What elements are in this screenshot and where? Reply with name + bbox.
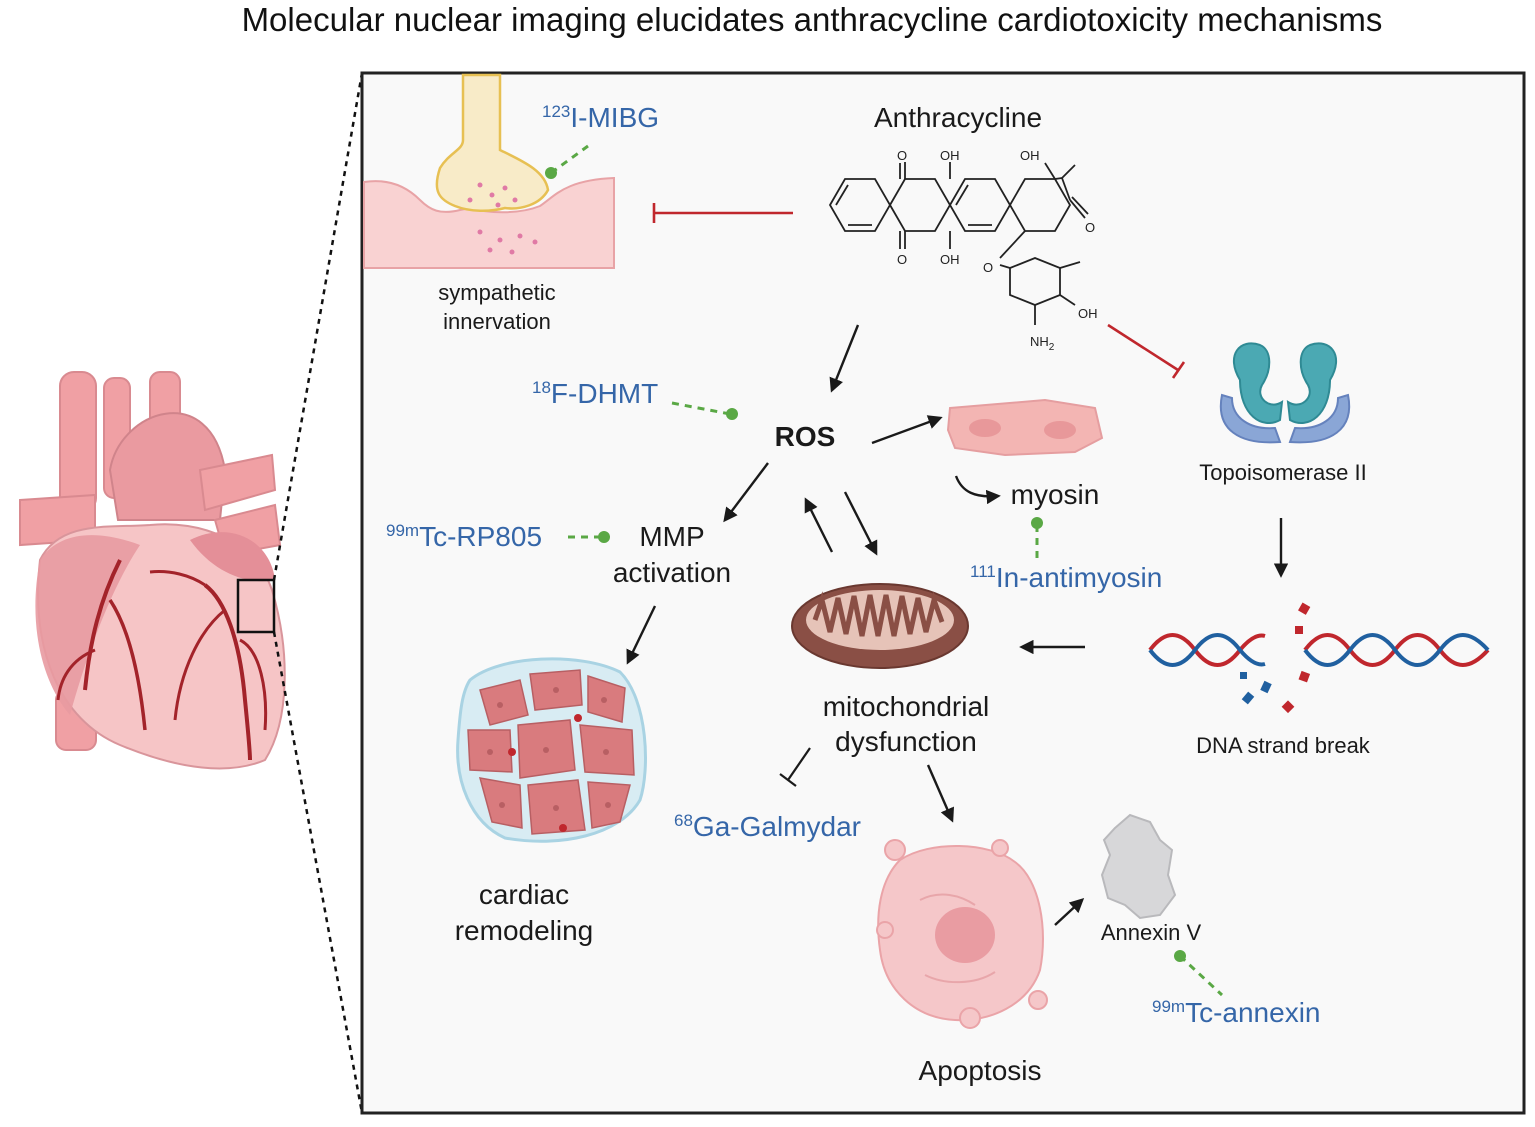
svg-text:OH: OH (1020, 148, 1040, 163)
svg-text:O: O (897, 252, 907, 267)
cardiomyocyte-illustration (946, 398, 1104, 457)
arrow-mito-ros (804, 497, 834, 553)
heart-illustration (19, 371, 286, 770)
zoom-box (236, 578, 276, 634)
probe-line-dhmt (671, 401, 731, 416)
mito-label-2: dysfunction (835, 726, 977, 757)
tracer-annexin: 99mTc-annexin (1152, 997, 1320, 1028)
annexin-label: Annexin V (1101, 920, 1202, 945)
arrow-anthracycline-ros (829, 324, 860, 393)
tracer-rp805: 99mTc-RP805 (386, 521, 542, 552)
svg-text:OH: OH (940, 252, 960, 267)
sympathetic-label-1: sympathetic (438, 280, 555, 305)
probe-dot-dhmt (726, 408, 738, 420)
arrow-ros-cell (871, 415, 943, 445)
arrow-apoptosis-annexin (1054, 898, 1085, 926)
tracer-antimyosin: 111In-antimyosin (970, 562, 1162, 593)
nh2-label: NH2 (1030, 334, 1055, 353)
arrow-mito-apoptosis (926, 764, 954, 823)
inhibit-galmydar (787, 747, 811, 781)
svg-text:OH: OH (940, 148, 960, 163)
probe-dot-rp805 (598, 531, 610, 543)
dna-illustration (1148, 602, 1490, 714)
svg-text:O: O (897, 148, 907, 163)
remodel-label-2: remodeling (455, 915, 594, 946)
remodel-label-1: cardiac (479, 879, 569, 910)
myosin-label: myosin (1011, 479, 1100, 510)
topoisomerase-illustration (1219, 342, 1351, 444)
mitochondrion-illustration (791, 583, 969, 669)
anthracycline-label: Anthracycline (874, 102, 1042, 133)
arrow-mmp-remodel (626, 605, 657, 665)
ros-label: ROS (775, 421, 836, 452)
mmp-label-2: activation (613, 557, 731, 588)
anthracycline-molecule: O O OH OH OH O O OH NH2 (828, 148, 1098, 353)
probe-dot-mibg (545, 167, 557, 179)
svg-text:OH: OH (1078, 306, 1098, 321)
svg-text:O: O (983, 260, 993, 275)
figure-title: Molecular nuclear imaging elucidates ant… (242, 1, 1383, 38)
mito-label-1: mitochondrial (823, 691, 990, 722)
probe-line-annexin (1178, 954, 1224, 997)
inhibit-topoisomerase (1107, 323, 1179, 372)
mmp-label-1: MMP (639, 521, 704, 552)
arrow-cell-myosin (954, 475, 1001, 505)
probe-dot-antimyosin (1031, 517, 1043, 529)
tracer-galmydar: 68Ga-Galmydar (674, 811, 861, 842)
synapse-illustration (363, 73, 615, 269)
annexin-protein-illustration (1100, 813, 1177, 920)
arrow-ros-mmp (723, 462, 769, 523)
zoom-line-top (272, 72, 364, 581)
cardiac-tissue-illustration (456, 657, 647, 843)
dna-label: DNA strand break (1196, 733, 1371, 758)
zoom-line-bottom (272, 631, 364, 1114)
svg-text:O: O (1085, 220, 1095, 235)
tracer-mibg: 123I-MIBG (542, 102, 659, 133)
topoisomerase-label: Topoisomerase II (1199, 460, 1367, 485)
apoptotic-cell-illustration (876, 839, 1048, 1029)
arrow-ros-mito (843, 491, 878, 556)
tracer-dhmt: 18F-DHMT (532, 378, 658, 409)
apoptosis-label: Apoptosis (919, 1055, 1042, 1086)
sympathetic-label-2: innervation (443, 309, 551, 334)
probe-dot-annexin (1174, 950, 1186, 962)
